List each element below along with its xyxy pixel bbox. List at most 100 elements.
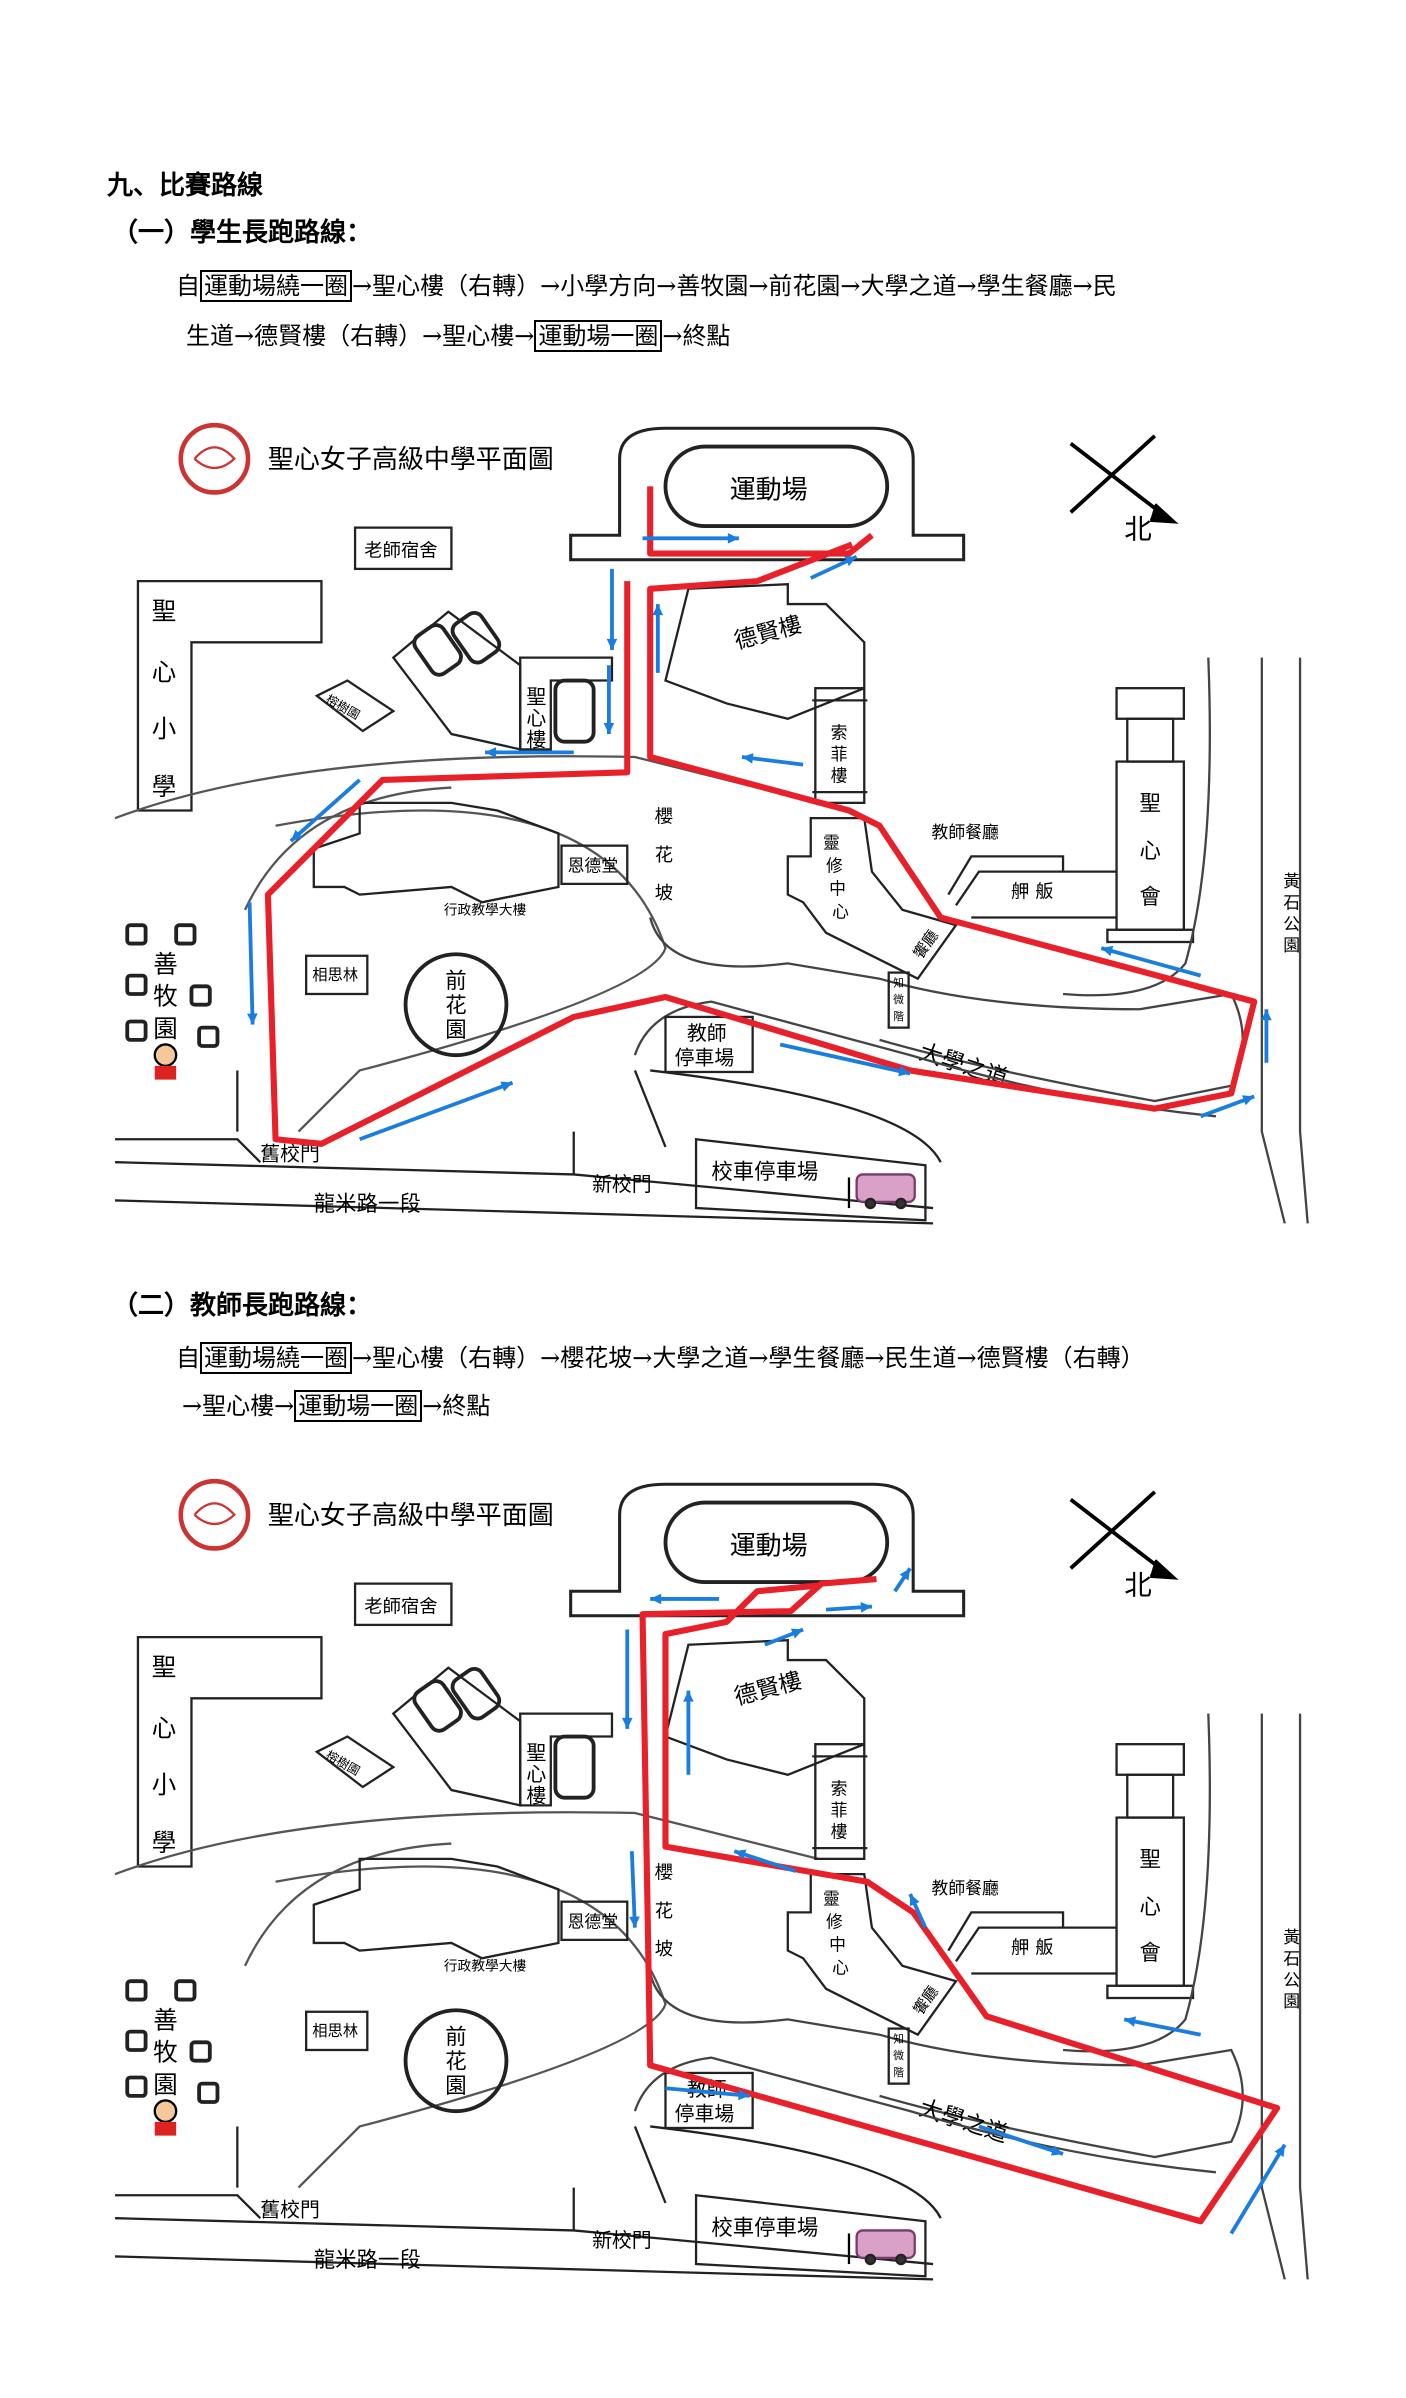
- arrowhead-icon: [898, 1065, 911, 1077]
- arrowhead-icon: [603, 723, 615, 735]
- arrowhead-icon: [899, 1568, 911, 1581]
- banyan-label: 榕樹園: [323, 1747, 362, 1778]
- svg-text:學: 學: [152, 772, 176, 801]
- svg-text:教師: 教師: [687, 1022, 727, 1045]
- arrowhead-icon: [790, 1628, 804, 1639]
- svg-text:中: 中: [829, 1935, 846, 1955]
- north-compass-icon: [1069, 1490, 1179, 1580]
- teacher-route-line-2: →聖心樓→運動場一圈→終點: [182, 1386, 490, 1422]
- arrowhead-icon: [1274, 2144, 1285, 2157]
- xiangsi-label: 相思林: [312, 966, 358, 984]
- student-route-heading: （一）學生長跑路線：: [112, 218, 373, 248]
- svg-text:石: 石: [1283, 892, 1300, 912]
- dining-hall-label: 饗廳: [910, 1983, 942, 2018]
- svg-text:黃: 黃: [1283, 871, 1300, 891]
- arrow-icon: [1229, 2143, 1287, 2235]
- zhiwei-steps-label: 知微階: [893, 976, 904, 1023]
- svg-text:停車場: 停車場: [675, 1046, 735, 1069]
- svg-text:坡: 坡: [655, 883, 673, 904]
- sophie-building-label: 索菲樓: [831, 723, 848, 786]
- svg-text:櫻: 櫻: [655, 807, 673, 828]
- svg-text:園: 園: [153, 1014, 177, 1043]
- svg-text:心: 心: [832, 902, 849, 922]
- bus-parking-label: 校車停車場: [711, 2216, 818, 2241]
- arrowhead-icon: [629, 1916, 640, 1928]
- svg-text:索: 索: [831, 723, 848, 743]
- svg-text:花: 花: [655, 845, 673, 866]
- avenue-label: 大學之道: [916, 2095, 1011, 2148]
- dexian-label: 德賢樓: [732, 1668, 805, 1711]
- text: 生道→德賢樓（右轉）→聖心樓→: [186, 322, 535, 350]
- admin-label: 行政教學大樓: [444, 1958, 527, 1974]
- text: →終點: [662, 322, 731, 350]
- dexian-building: [664, 1638, 866, 1776]
- direction-arrows: [621, 1567, 1287, 2235]
- arrowhead-icon: [247, 1013, 258, 1025]
- shanmu-huts: [125, 1979, 220, 2104]
- arrowhead-icon: [738, 2089, 750, 2101]
- arrowhead-icon: [621, 1717, 633, 1729]
- arrowhead-icon: [860, 1601, 872, 1613]
- canteen-side-label: 舺 舨: [1011, 882, 1053, 903]
- svg-text:中: 中: [829, 879, 846, 899]
- svg-text:修: 修: [826, 1912, 843, 1932]
- svg-text:園: 園: [1283, 1991, 1300, 2011]
- svg-text:心: 心: [1139, 839, 1160, 864]
- svg-text:靈: 靈: [823, 833, 840, 853]
- svg-text:聖: 聖: [152, 1652, 176, 1681]
- shanmu-label: 善牧園: [153, 950, 177, 1043]
- text: →聖心樓（右轉）→櫻花坡→大學之道→學生餐廳→民生道→德賢樓（右轉）: [352, 1344, 1145, 1372]
- svg-text:牧: 牧: [153, 982, 177, 1011]
- ende-label: 恩德堂: [568, 856, 618, 876]
- svg-text:樓: 樓: [526, 728, 546, 751]
- teacher-route-heading: （二）教師長跑路線：: [112, 1291, 373, 1321]
- sakura-slope-label: 櫻花坡: [655, 1863, 673, 1960]
- boxed-step: 運動場繞一圈: [200, 1342, 352, 1374]
- svg-text:會: 會: [1139, 885, 1160, 910]
- arrow-icon: [289, 778, 361, 843]
- arrowhead-icon: [683, 1690, 694, 1702]
- banyan-label: 榕樹園: [323, 691, 362, 722]
- arrowhead-icon: [741, 753, 754, 764]
- north-label: 北: [1124, 513, 1152, 545]
- text: 自: [176, 272, 200, 300]
- dining-hall-label: 饗廳: [910, 927, 942, 962]
- child-icon: [153, 2099, 178, 2136]
- road-label: 龍米路一段: [314, 1192, 421, 1217]
- arrow-icon: [247, 902, 255, 1025]
- arrow-icon: [1100, 946, 1202, 978]
- arrowhead-icon: [606, 638, 618, 650]
- boxed-step: 運動場一圈: [294, 1390, 423, 1422]
- arrowhead-icon: [485, 747, 497, 758]
- svg-text:花: 花: [655, 1901, 673, 1922]
- svg-text:微: 微: [893, 2049, 904, 2062]
- arrowhead-icon: [734, 1849, 747, 1860]
- arrowhead-icon: [844, 556, 857, 567]
- front-garden-label: 前花園: [445, 2025, 466, 2099]
- svg-text:樓: 樓: [831, 765, 848, 785]
- arrowhead-icon: [1124, 2016, 1137, 2027]
- svg-text:階: 階: [893, 1010, 904, 1023]
- arrow-icon: [1123, 2017, 1202, 2037]
- student-route-line-1: 自運動場繞一圈→聖心樓（右轉）→小學方向→善牧園→前花園→大學之道→學生餐廳→民: [176, 266, 1117, 302]
- svg-text:善: 善: [153, 950, 177, 979]
- svg-text:前: 前: [445, 2025, 466, 2050]
- svg-text:心: 心: [526, 707, 546, 730]
- arrow-icon: [359, 1080, 514, 1142]
- svg-text:索: 索: [831, 1779, 848, 1799]
- svg-text:菲: 菲: [831, 744, 848, 764]
- arrowhead-icon: [500, 1081, 513, 1092]
- svg-text:心: 心: [1139, 1895, 1160, 1920]
- svg-text:園: 園: [153, 2070, 177, 2099]
- arrow-icon: [665, 2086, 750, 2098]
- section-title: 九、比賽路線: [107, 171, 264, 201]
- arrowhead-icon: [650, 1593, 662, 1605]
- svg-text:修: 修: [826, 856, 843, 876]
- arrowhead-icon: [1242, 1095, 1255, 1106]
- arrowhead-icon: [1101, 945, 1114, 957]
